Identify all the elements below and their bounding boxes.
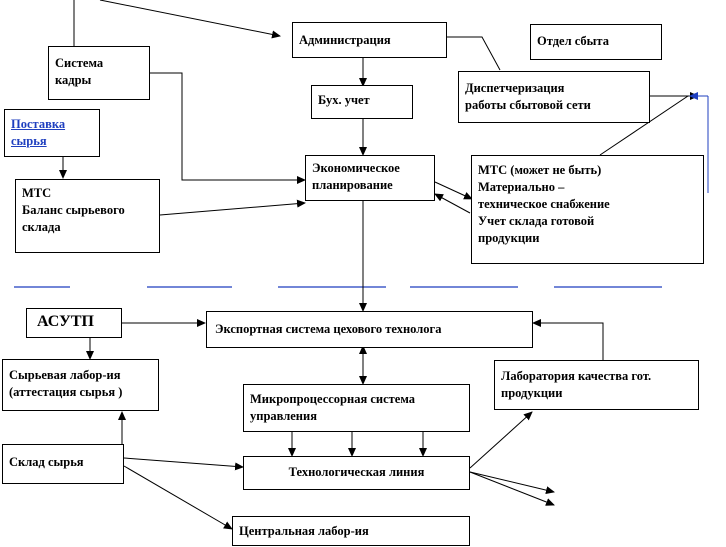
node-sales-department: Отдел сбыта [530,24,662,60]
node-administration: Администрация [292,22,447,58]
node-accounting: Бух. учет [311,85,413,119]
node-expert-system: Экспортная система цехового технолога [206,311,533,348]
node-personnel-system: Система кадры [48,46,150,100]
node-dispatching: Диспетчеризация работы сбытовой сети [458,71,650,123]
node-raw-supply: Поставка сырья [4,109,100,157]
connector [447,36,501,71]
node-technological-line: Технологическая линия [243,456,470,490]
connector [123,465,233,530]
node-economic-planning: Экономическое планирование [305,155,435,201]
node-quality-laboratory: Лаборатория качества гот. продукции [494,360,699,410]
connector [469,471,555,506]
node-central-laboratory: Центральная лабор-ия [232,516,470,546]
connector [99,0,281,39]
connector [434,181,473,200]
node-mts-left: МТС Баланс сырьевого склада [15,179,160,253]
connector [434,193,471,214]
connector [532,319,604,360]
node-microprocessor-system: Микропроцессорная система управления [243,384,470,432]
node-raw-laboratory: Сырьевая лабор-ия (аттестация сырья ) [2,359,159,411]
node-mts-right: МТС (может не быть) Материально – технич… [471,155,704,264]
node-raw-storage: Склад сырья [2,444,124,484]
connector [469,471,555,495]
connector [123,457,244,471]
connector [159,199,306,216]
connector [469,411,533,469]
connector [150,72,306,184]
node-asutp: АСУТП [26,308,122,338]
